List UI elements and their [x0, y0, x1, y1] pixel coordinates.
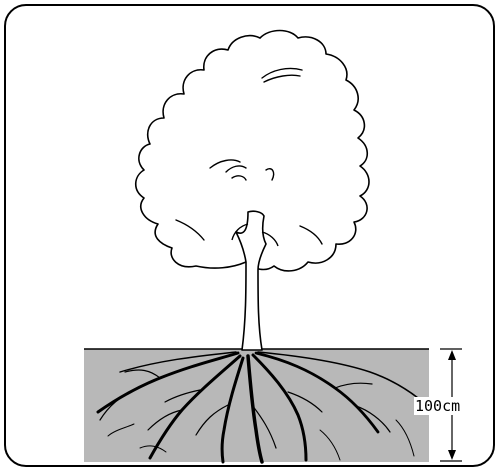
depth-label: 100cm — [414, 397, 461, 415]
soil-section — [84, 349, 429, 462]
